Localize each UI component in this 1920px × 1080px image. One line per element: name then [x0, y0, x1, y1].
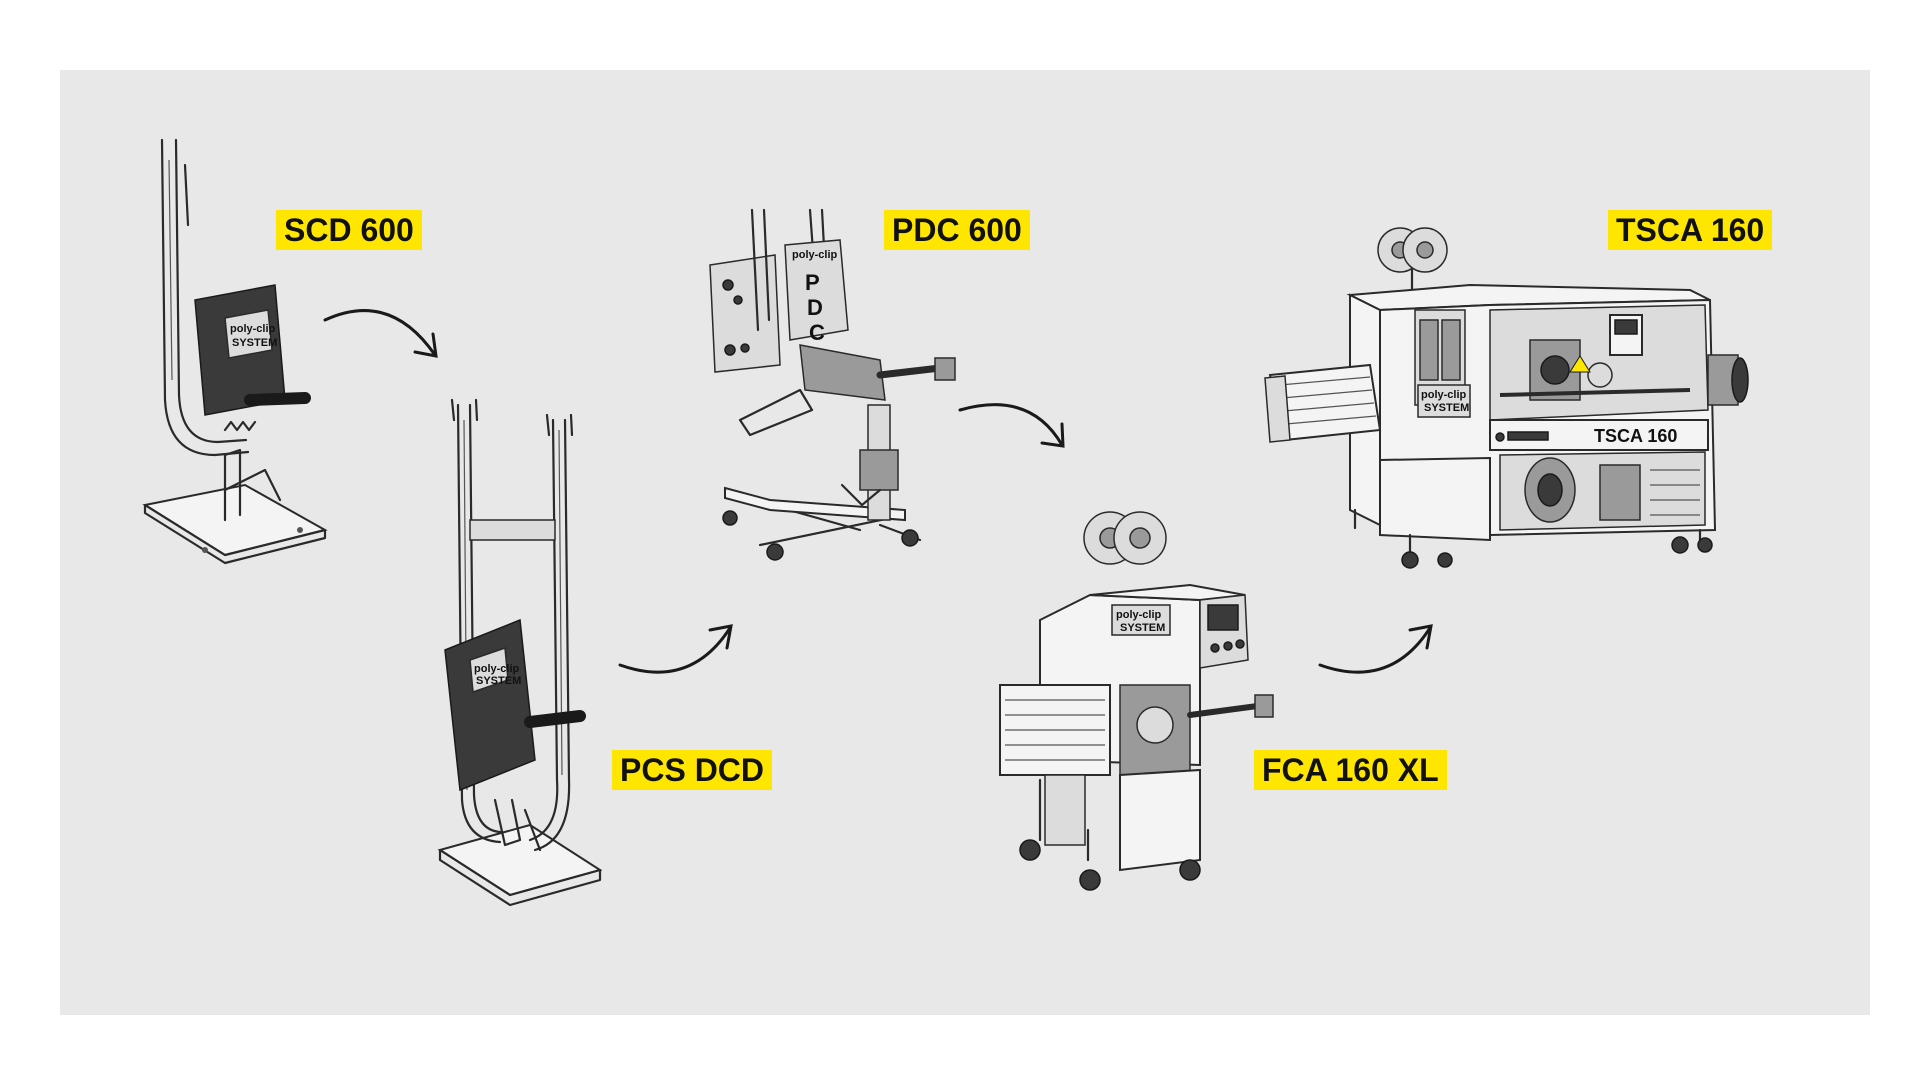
tsca-logo-line2: SYSTEM [1424, 402, 1469, 414]
pdc600-logo-line1: poly-clip [792, 249, 838, 261]
pdc-letter-p: P [805, 270, 820, 295]
label-tsca160: TSCA 160 [1608, 210, 1773, 250]
scd600-logo-line2: SYSTEM [232, 337, 277, 349]
pcsdcd-logo-line2: SYSTEM [476, 675, 521, 687]
tsca-panel-marking: TSCA 160 [1594, 426, 1677, 446]
machine-tsca160-illustration: poly-clip SYSTEM TSCA 160 [1264, 227, 1749, 569]
tsca-logo-line1: poly-clip [1421, 389, 1467, 401]
pcsdcd-logo-line1: poly-clip [474, 663, 520, 675]
pdc-letter-c: C [809, 320, 825, 345]
label-pdc600: PDC 600 [884, 210, 1030, 250]
flow-arrow-1 [323, 309, 438, 358]
scd600-logo-line1: poly-clip [230, 323, 276, 335]
fca-logo-line1: poly-clip [1116, 609, 1162, 621]
machine-scd600-illustration: poly-clip SYSTEM [142, 138, 328, 565]
label-fca160xl: FCA 160 XL [1254, 750, 1447, 790]
pdc-letter-d: D [807, 295, 823, 320]
fca-logo-line2: SYSTEM [1120, 622, 1165, 634]
label-scd600: SCD 600 [276, 210, 422, 250]
flow-arrow-4 [1318, 624, 1433, 674]
flow-arrow-3 [958, 403, 1065, 448]
machine-pcsdcd-illustration: poly-clip SYSTEM [437, 398, 603, 907]
flow-arrow-2 [618, 624, 733, 674]
machine-fca160xl-illustration: poly-clip SYSTEM [999, 511, 1274, 891]
machine-pdc600-illustration: P D C poly-clip [709, 208, 956, 561]
label-pcsdcd: PCS DCD [612, 750, 773, 790]
